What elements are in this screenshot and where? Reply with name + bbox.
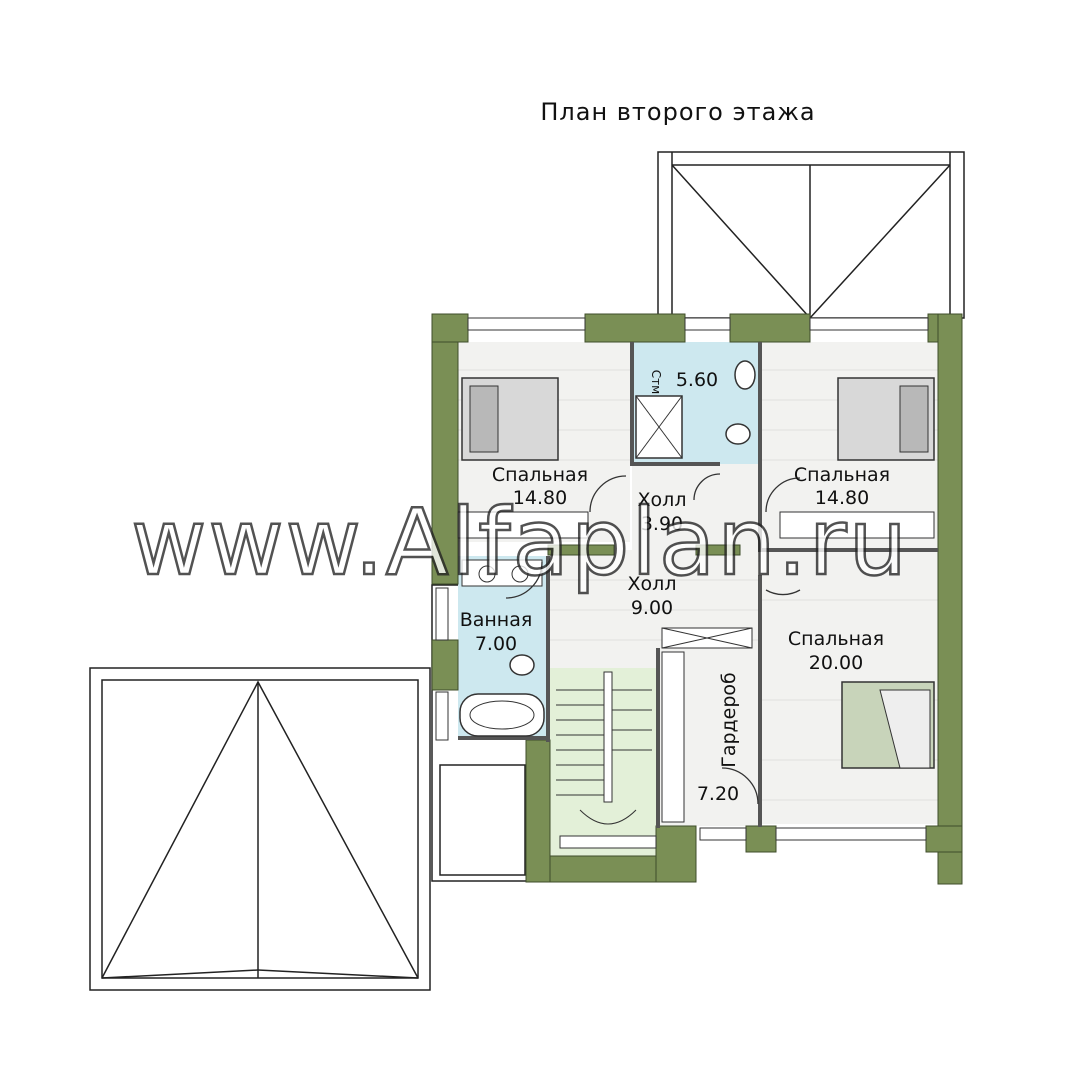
- exterior-walls: [431, 313, 963, 885]
- room-area-bathroom-top: 5.60: [676, 369, 718, 391]
- room-area-hall-main: 9.00: [631, 597, 673, 619]
- bed-ne: [837, 377, 935, 461]
- room-name-hall-small: Холл: [638, 489, 687, 511]
- room-name-bedroom-nw: Спальная: [492, 464, 588, 486]
- room-name-bedroom-se: Спальная: [788, 628, 884, 650]
- bed-se: [841, 681, 935, 769]
- bathroom-fixtures: [459, 360, 756, 737]
- room-area-bathroom: 7.00: [475, 633, 517, 655]
- room-name-wardrobe: Гардероб: [718, 672, 740, 768]
- room-labels: Спальная 14.80 5.60 Стм Спальная 14.80 Х…: [460, 369, 890, 805]
- wardrobe-stripes: [457, 511, 935, 823]
- room-name-bedroom-ne: Спальная: [794, 464, 890, 486]
- interior-walls: [458, 342, 938, 828]
- room-name-washer: Стм: [649, 370, 663, 394]
- doors: [505, 473, 801, 805]
- windows: [435, 317, 929, 849]
- room-area-wardrobe: 7.20: [697, 783, 739, 805]
- stair-floor: [550, 668, 656, 856]
- room-area-bedroom-nw: 14.80: [513, 487, 567, 509]
- plan-title: План второго этажа: [540, 98, 815, 126]
- staircase: [556, 671, 652, 825]
- room-area-bedroom-ne: 14.80: [815, 487, 869, 509]
- room-name-bathroom: Ванная: [460, 609, 533, 631]
- room-name-hall-main: Холл: [628, 573, 677, 595]
- garage-roof: [89, 667, 431, 991]
- watermark: www.Alfaplan.ru: [131, 489, 909, 596]
- bed-nw: [461, 377, 559, 461]
- floor-pattern: [458, 369, 938, 801]
- room-area-hall-small: 3.90: [641, 513, 683, 535]
- room-area-bedroom-se: 20.00: [809, 652, 863, 674]
- balcony-canopy: [657, 151, 965, 320]
- hall-small-floor: [632, 464, 760, 550]
